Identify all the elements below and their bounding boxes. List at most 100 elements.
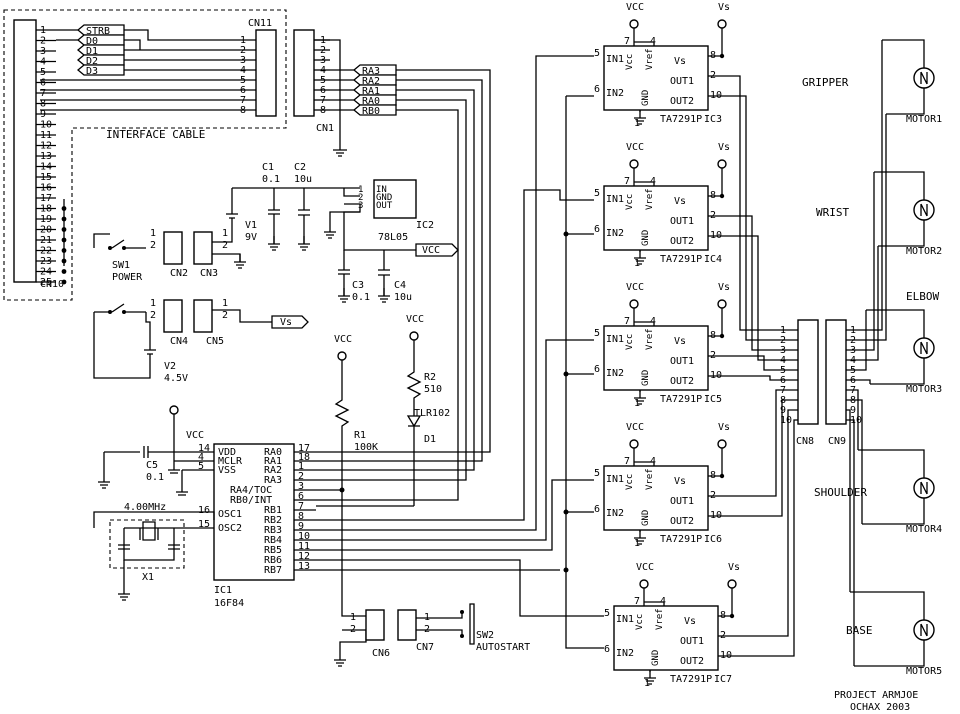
driver-pin-vs: Vs (674, 56, 686, 67)
cn1-label: CN1 (316, 123, 334, 134)
pic-pin-num: 10 (298, 531, 310, 542)
driver-part: TA7291P (660, 534, 702, 545)
driver-vcc-label: VCC (626, 282, 644, 293)
driver-pin-out1: OUT1 (670, 216, 694, 227)
svg-text:1: 1 (150, 228, 156, 239)
driver-part: TA7291P (670, 674, 712, 685)
cn4-label: CN4 (170, 336, 188, 347)
driver-pin-vref: Vref (645, 188, 655, 210)
driver-pin-num: 6 (594, 504, 600, 515)
cn8-pin-7: 7 (780, 385, 786, 396)
pic-pin-num: 6 (298, 491, 304, 502)
regulator-pin-out: OUT (376, 201, 393, 211)
ic2-part: 78L05 (378, 232, 408, 243)
driver-pin-vcc: Vcc (625, 194, 635, 210)
driver-pin-in1: IN1 (606, 194, 624, 205)
ic2-label: IC2 (416, 220, 434, 231)
pic-pin-num: 7 (298, 501, 304, 512)
signal-wires (316, 55, 604, 649)
driver-pin-gnd: GND (641, 230, 651, 246)
pic-pin-rb6: RB6 (264, 555, 282, 566)
c3-value: 0.1 (352, 292, 370, 303)
driver-pin-vs: Vs (674, 476, 686, 487)
driver-pin-num: 1 (634, 538, 640, 549)
driver-pin-vref: Vref (645, 328, 655, 350)
driver-pin-in1: IN1 (606, 474, 624, 485)
driver-part: TA7291P (660, 114, 702, 125)
driver-pin-num: 5 (594, 468, 600, 479)
cn8-pin-3: 3 (780, 345, 786, 356)
driver-pin-in2: IN2 (606, 368, 624, 379)
c2-value: 10u (294, 174, 312, 185)
driver-label: IC4 (704, 254, 722, 265)
motor-label-5: MOTOR5 (906, 666, 942, 677)
pic-pin-ra2: RA2 (264, 465, 282, 476)
pic-pin-ra1: RA1 (264, 456, 282, 467)
driver-pin-in1: IN1 (616, 614, 634, 625)
driver-vcc-label: VCC (626, 142, 644, 153)
regulator-pin-num: 1 (358, 185, 363, 195)
pic-pin-rb0-int: RB0/INT (230, 495, 272, 506)
r1-value: 100K (354, 442, 378, 453)
cn10-pin-numbers: 1234567891011121314151617181920212223242… (36, 25, 56, 288)
driver-pin-num: 6 (594, 364, 600, 375)
pic-pin-num: 2 (298, 471, 304, 482)
driver-pin-gnd: GND (641, 90, 651, 106)
r2-vcc-label: VCC (406, 314, 424, 325)
driver-pin-num: 5 (594, 188, 600, 199)
c5-label: C5 (146, 460, 158, 471)
driver-vs-label: Vs (718, 282, 730, 293)
pic-pin-rb4: RB4 (264, 535, 282, 546)
regulator-pin-gnd: GND (376, 193, 392, 203)
driver-pin-vref: Vref (645, 468, 655, 490)
driver-pin-in1: IN1 (606, 54, 624, 65)
cn10-ground-dot (61, 279, 67, 285)
svg-text:2: 2 (222, 310, 228, 321)
motor-1: MOTOR1 (846, 39, 942, 341)
driver-pin-num: 5 (594, 48, 600, 59)
pic-pin-rb5: RB5 (264, 545, 282, 556)
cn10-label: CN10 (40, 279, 64, 290)
driver-pin-in2: IN2 (616, 648, 634, 659)
driver-pin-num: 1 (634, 398, 640, 409)
pic-pin-num: 15 (198, 519, 210, 530)
driver-pin-num: 7 (624, 176, 630, 187)
pic-pin-rb3: RB3 (264, 525, 282, 536)
cn8-pin-5: 5 (780, 365, 786, 376)
pic-pin-num: 16 (198, 505, 210, 516)
regulator-pin-num: 3 (358, 201, 363, 211)
joint-label-gripper: GRIPPER (802, 76, 849, 89)
driver-pin-num: 1 (634, 258, 640, 269)
driver-vs-label: Vs (718, 142, 730, 153)
svg-text:2: 2 (222, 240, 228, 251)
driver-vs-label: Vs (718, 422, 730, 433)
pic-pin-mclr: MCLR (218, 456, 243, 467)
cable-wires (40, 29, 256, 266)
svg-text:1: 1 (222, 298, 228, 309)
svg-text:2: 2 (350, 624, 356, 635)
driver-pin-vcc: Vcc (635, 614, 645, 630)
driver-pin-out1: OUT1 (670, 496, 694, 507)
motor-label-4: MOTOR4 (906, 524, 942, 535)
driver-pin-out2: OUT2 (670, 516, 694, 527)
pic-pin-num: 13 (298, 561, 310, 572)
driver-pin-out2: OUT2 (670, 236, 694, 247)
cn8-pin-1: 1 (780, 325, 786, 336)
pic-pin-num: 9 (298, 521, 304, 532)
joint-label-base: BASE (846, 624, 873, 637)
svg-text:1: 1 (222, 228, 228, 239)
driver-label: IC7 (714, 674, 732, 685)
pic-pin-rb1: RB1 (264, 505, 282, 516)
joint-label-shoulder: SHOULDER (814, 486, 867, 499)
sw1-label: SW1 (112, 260, 130, 271)
ground-pin-dots (61, 206, 67, 285)
cn10-ground-dot (61, 258, 67, 264)
